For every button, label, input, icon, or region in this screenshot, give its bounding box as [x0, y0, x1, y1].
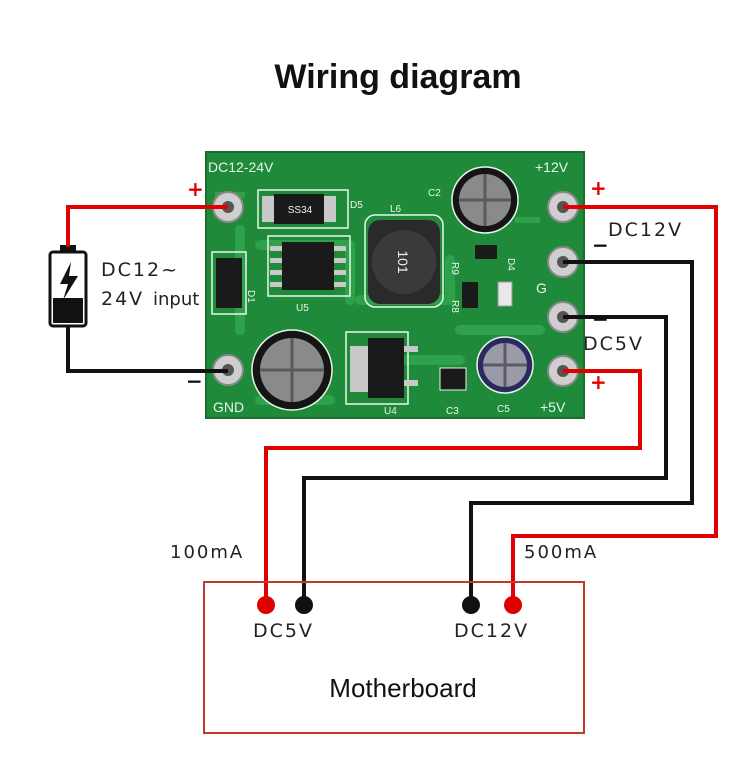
pcb-label-l6: L6 [390, 204, 402, 215]
diode-d5: SS34 [257, 189, 349, 229]
output-label-12v: DC12V [608, 219, 683, 241]
input-label-suffix: input [153, 289, 199, 310]
motherboard-connector-12v: DC12V [454, 620, 529, 642]
regulator-u4 [345, 331, 418, 405]
capacitor-c5 [476, 336, 534, 394]
pcb-label-r8: R8 [449, 300, 460, 313]
output12-plus-sign: + [590, 176, 607, 200]
pcb-label-d4: D4 [505, 258, 516, 271]
output-label-5v: DC5V [583, 333, 644, 355]
pcb-label-c5: C5 [497, 404, 510, 415]
pcb-label-plus12: +12V [535, 159, 569, 175]
diode-marking: SS34 [288, 205, 313, 216]
pcb-label-gnd: GND [213, 399, 244, 415]
led [497, 281, 513, 307]
wire-input-negative [66, 326, 228, 373]
motherboard: DC5V DC12V Motherboard [203, 581, 585, 734]
pcb-label-g: G [536, 280, 547, 296]
pcb-label-d5: D5 [350, 200, 363, 211]
output5-minus-sign: − [592, 307, 609, 331]
inductor-l6: 101 [364, 214, 444, 308]
ic-u5 [267, 235, 351, 297]
capacitor-c2 [451, 166, 519, 234]
motherboard-12v-negative-terminal [462, 596, 480, 614]
pcb-label-d1: D1 [245, 290, 256, 303]
input-label-line1: DC12~ [101, 259, 179, 281]
pcb-label-u4: U4 [384, 406, 397, 417]
wire-12v-positive [511, 205, 718, 605]
pcb-label-c2: C2 [428, 188, 441, 199]
battery-icon [48, 245, 88, 328]
capacitor-c4 [251, 329, 333, 411]
wire-12v-negative [469, 260, 694, 605]
input-label-line2: 24V [101, 288, 144, 310]
resistor-r9 [475, 245, 497, 259]
pcb-label-c3: C3 [446, 406, 459, 417]
capacitor-c3 [439, 367, 467, 391]
motherboard-5v-negative-terminal [295, 596, 313, 614]
input-plus-sign: + [187, 177, 204, 201]
input-minus-sign: − [186, 369, 203, 393]
current-100ma: 100mA [170, 542, 244, 563]
motherboard-connector-5v: DC5V [253, 620, 314, 642]
diode-d1 [211, 251, 247, 315]
output5-plus-sign: + [590, 370, 607, 394]
page-title: Wiring diagram [274, 58, 521, 96]
motherboard-12v-positive-terminal [504, 596, 522, 614]
pcb-label-dc-in: DC12-24V [208, 159, 274, 175]
output12-minus-sign: − [592, 233, 609, 257]
current-500ma: 500mA [524, 542, 598, 563]
wire-5v-positive [264, 369, 642, 605]
wire-input-positive [66, 205, 228, 247]
motherboard-box [203, 581, 585, 734]
pcb-label-u5: U5 [296, 303, 309, 314]
motherboard-label: Motherboard [329, 673, 476, 703]
inductor-value: 101 [395, 250, 411, 274]
motherboard-5v-positive-terminal [257, 596, 275, 614]
pcb-board: DC12-24V GND +12V +5V G SS34 D5 U5 [205, 151, 585, 419]
pcb-label-plus5: +5V [540, 399, 566, 415]
wire-5v-negative [302, 315, 668, 605]
pcb-label-r9: R9 [449, 262, 460, 275]
resistor-r8 [462, 282, 478, 308]
